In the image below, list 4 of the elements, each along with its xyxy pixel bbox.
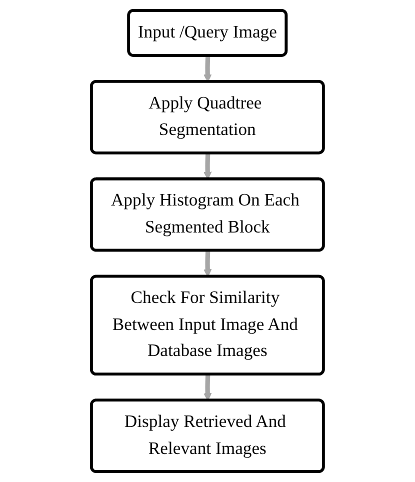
arrow [204, 153, 212, 180]
arrow [204, 374, 212, 401]
arrow [204, 56, 212, 82]
arrow [204, 250, 212, 278]
